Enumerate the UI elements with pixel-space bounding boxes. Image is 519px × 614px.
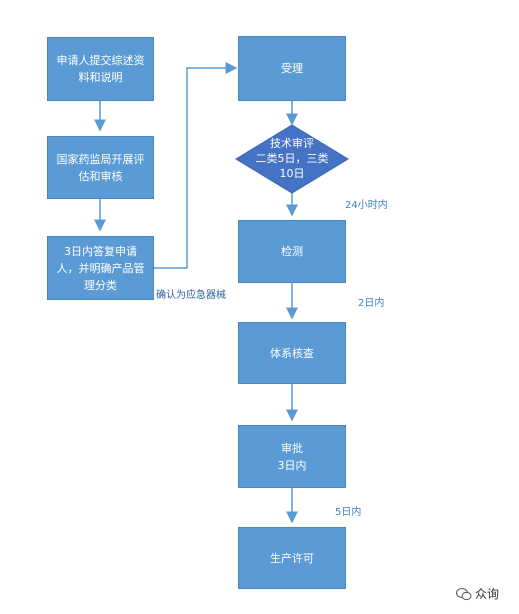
time-label-24h: 24小时内 <box>345 200 388 211</box>
step-submit-materials: 申请人提交综述资料和说明 <box>47 37 154 101</box>
time-label-5d: 5日内 <box>335 507 362 518</box>
step-accept: 受理 <box>238 36 346 101</box>
step-production-license: 生产许可 <box>238 527 346 589</box>
step-reply-classify: 3日内答复申请人，并明确产品管理分类 <box>47 236 154 300</box>
tech-review-text: 技术审评 二类5日，三类 10日 <box>255 137 329 180</box>
time-label-2d: 2日内 <box>358 298 385 309</box>
wechat-icon <box>456 587 472 600</box>
step-nmpa-review: 国家药监局开展评估和审核 <box>47 136 154 199</box>
step-test: 检测 <box>238 220 346 283</box>
confirm-emergency-label: 确认为应急器械 <box>156 290 226 301</box>
tech-review-diamond <box>235 124 349 194</box>
arrow-reply-to-accept <box>153 62 238 269</box>
step-system-check: 体系核查 <box>238 322 346 384</box>
watermark: 众询 <box>456 585 499 602</box>
